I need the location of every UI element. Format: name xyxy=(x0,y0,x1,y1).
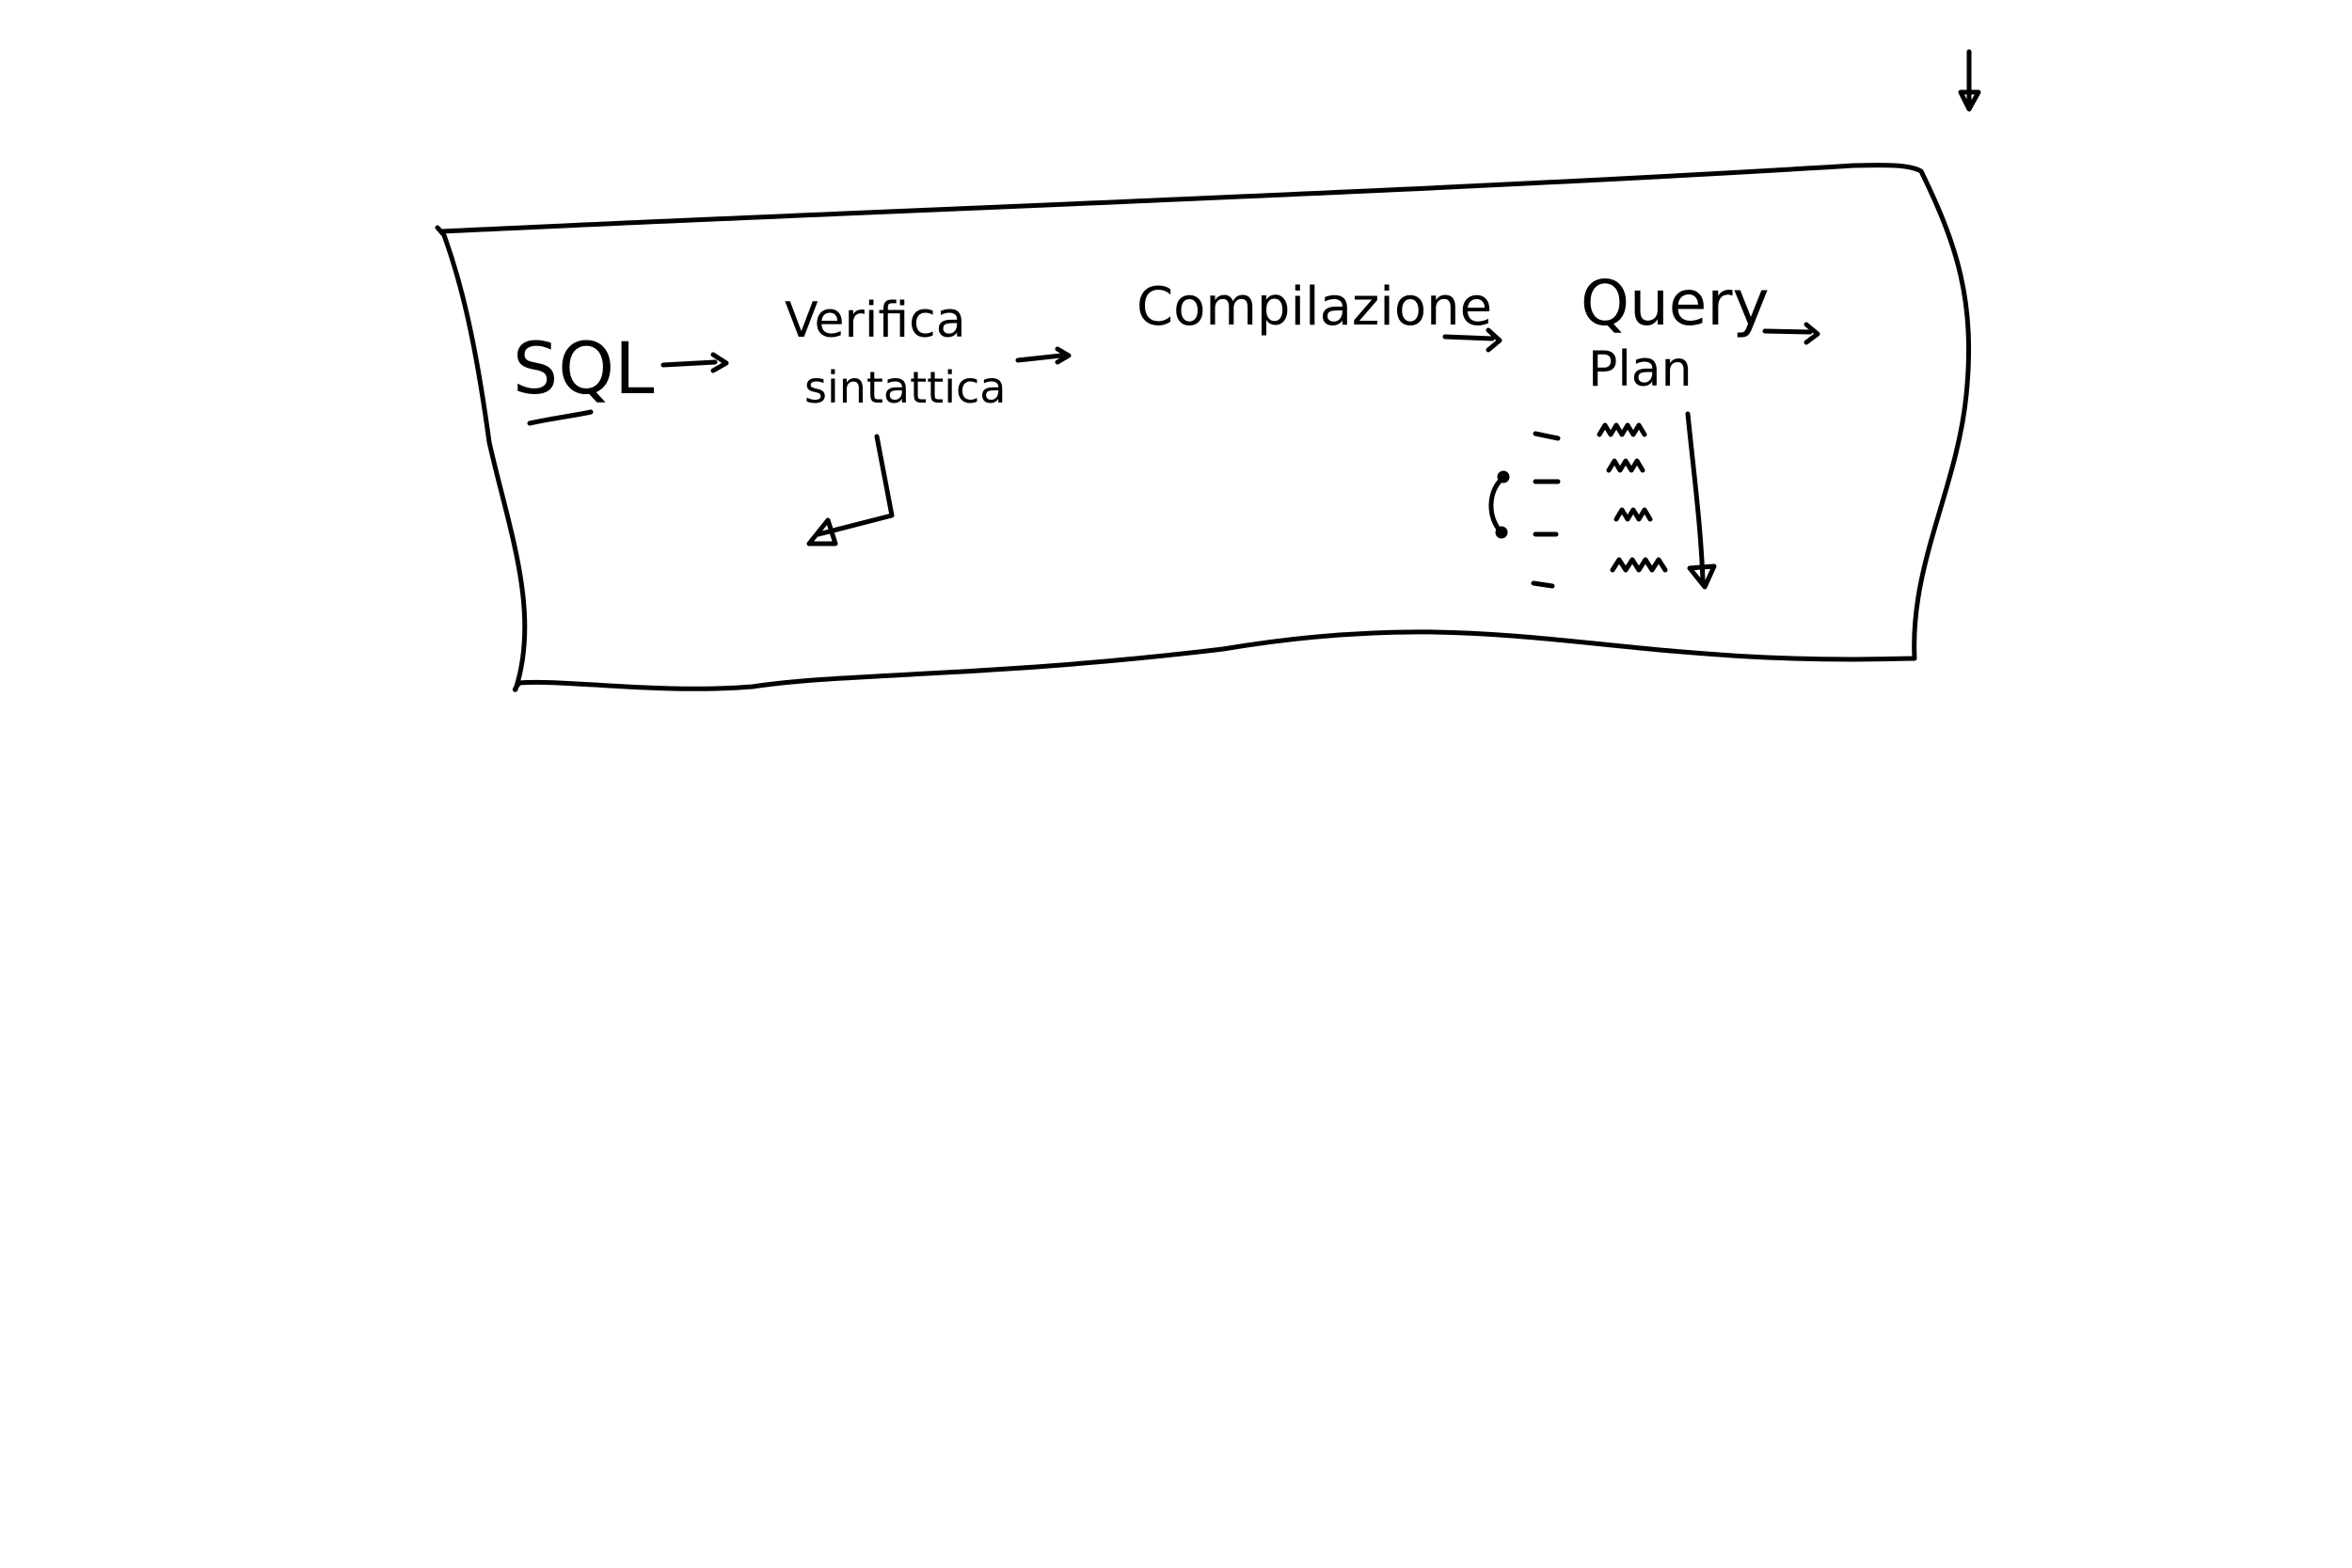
arrow-plan-out xyxy=(1762,322,1820,345)
pipeline-frame xyxy=(435,163,1972,692)
plan-steps-list xyxy=(1488,411,1717,590)
plan-squiggle-3 xyxy=(1613,507,1653,522)
plan-dash-4 xyxy=(1531,580,1555,589)
compilazione-label: Compilazione xyxy=(1136,277,1492,338)
arrow-verifica-to-compilazione xyxy=(1015,346,1072,365)
sql-underline xyxy=(527,409,594,426)
verifica-line-2: sintattica xyxy=(804,362,1006,413)
plan-squiggle-2 xyxy=(1606,458,1645,473)
step-query-plan: Query Plan xyxy=(1581,267,1770,398)
arrow-sql-to-verifica xyxy=(660,352,729,373)
verifica-line-1: Verifica xyxy=(785,293,966,349)
step-verifica: Verifica sintattica xyxy=(785,293,1006,413)
plan-line-2: Plan xyxy=(1588,341,1692,398)
plan-swap-arc xyxy=(1488,475,1506,535)
incoming-arrow xyxy=(1958,49,1981,112)
sql-label: SQL xyxy=(513,326,654,410)
plan-squiggle-4 xyxy=(1610,557,1668,573)
plan-line-1: Query xyxy=(1581,267,1770,340)
plan-dash-1 xyxy=(1533,431,1561,441)
plan-squiggle-1 xyxy=(1597,422,1647,437)
arrow-compilazione-to-plan xyxy=(1442,327,1502,353)
arrow-verifica-down xyxy=(806,434,895,546)
plan-order-arrow xyxy=(1685,411,1706,584)
